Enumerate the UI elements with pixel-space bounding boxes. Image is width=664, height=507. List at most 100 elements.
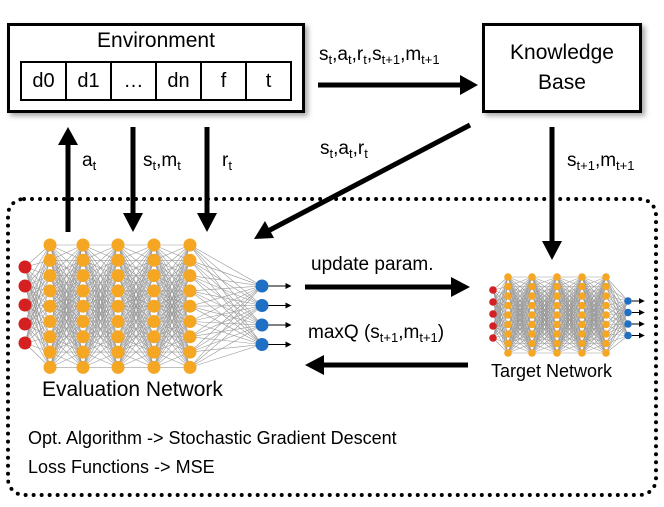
network-node — [147, 315, 161, 328]
network-node — [183, 238, 197, 252]
network-node — [43, 284, 57, 298]
network-connection — [189, 244, 263, 345]
network-node — [43, 253, 57, 267]
network-connection — [492, 305, 509, 327]
network-node — [578, 282, 586, 291]
network-connection — [189, 285, 263, 338]
network-connection — [556, 276, 583, 325]
network-node — [18, 317, 32, 331]
network-connection — [581, 286, 607, 354]
network-connection — [531, 324, 558, 354]
evaluation-network-graphic — [18, 238, 292, 374]
network-node — [147, 238, 161, 252]
network-node — [578, 330, 586, 338]
network-connection — [117, 244, 155, 276]
network-connection — [49, 244, 84, 368]
network-connection — [117, 244, 155, 322]
network-node — [602, 301, 610, 310]
network-connection — [189, 285, 263, 353]
network-connection — [531, 276, 558, 297]
network-connection — [507, 276, 533, 344]
network-connection — [492, 286, 509, 315]
network-connection — [189, 324, 263, 338]
network-node — [255, 318, 269, 332]
network-connection — [531, 276, 558, 335]
network-connection — [24, 244, 51, 287]
network-connection — [189, 305, 263, 307]
network-node — [528, 311, 536, 319]
network-node — [147, 269, 161, 283]
kb-to-eval-arrow — [266, 122, 472, 234]
network-connection — [189, 344, 263, 368]
network-node — [111, 345, 125, 359]
network-connection — [556, 276, 583, 344]
network-node — [76, 360, 90, 374]
network-connection — [492, 295, 509, 315]
network-connection — [507, 276, 533, 297]
network-connection — [189, 275, 263, 345]
action-label: at — [82, 150, 97, 173]
network-node — [147, 299, 161, 313]
network-connection — [189, 285, 263, 307]
network-connection — [189, 260, 263, 326]
network-connection — [605, 305, 629, 313]
network-connection — [153, 244, 191, 368]
network-node — [602, 273, 610, 281]
network-connection — [189, 285, 263, 322]
network-connection — [556, 324, 583, 354]
network-node — [504, 301, 512, 310]
network-node — [76, 315, 90, 328]
network-node — [183, 284, 197, 298]
network-connection — [581, 343, 607, 354]
network-connection — [581, 305, 607, 354]
network-node — [504, 311, 512, 319]
network-node — [183, 330, 197, 344]
network-connection — [581, 276, 607, 325]
network-node — [602, 349, 610, 357]
network-node — [553, 330, 561, 338]
network-node — [578, 339, 586, 348]
update-label: update param. — [311, 254, 434, 275]
network-connection — [556, 276, 583, 335]
network-connection — [507, 305, 533, 354]
network-connection — [153, 351, 191, 368]
evaluation-network-label: Evaluation Network — [42, 378, 223, 401]
network-connection — [507, 276, 533, 306]
network-connection — [581, 276, 607, 335]
kb-to-eval-label: st,at,rt — [320, 138, 368, 161]
maxq-arrowhead — [305, 355, 324, 375]
network-connection — [117, 244, 155, 307]
network-node — [183, 345, 197, 359]
network-node — [602, 330, 610, 338]
network-connection — [492, 276, 509, 315]
network-connection — [605, 323, 629, 335]
reward-label: rt — [222, 150, 232, 173]
network-connection — [605, 312, 629, 354]
network-node — [624, 308, 632, 317]
network-connection — [153, 321, 191, 368]
network-connection — [189, 285, 263, 368]
network-node — [18, 279, 32, 293]
network-connection — [581, 333, 607, 354]
maxq-label: maxQ (st+1,mt+1) — [308, 322, 445, 345]
network-connection — [82, 244, 119, 307]
network-node — [18, 260, 32, 274]
network-connection — [117, 336, 155, 368]
network-node — [76, 330, 90, 344]
network-node — [578, 320, 586, 329]
network-connection — [189, 336, 263, 345]
network-connection — [117, 244, 155, 368]
network-node — [504, 339, 512, 348]
network-connection — [531, 314, 558, 354]
environment-state-cells: d0 d1 … dn f t — [20, 61, 292, 101]
network-node — [578, 273, 586, 281]
network-connection — [605, 335, 629, 354]
network-node — [602, 292, 610, 300]
network-connection — [24, 306, 51, 344]
network-connection — [117, 244, 155, 261]
network-connection — [117, 321, 155, 368]
network-node — [43, 238, 57, 252]
network-connection — [531, 295, 558, 354]
network-node — [504, 330, 512, 338]
network-connection — [556, 276, 583, 297]
